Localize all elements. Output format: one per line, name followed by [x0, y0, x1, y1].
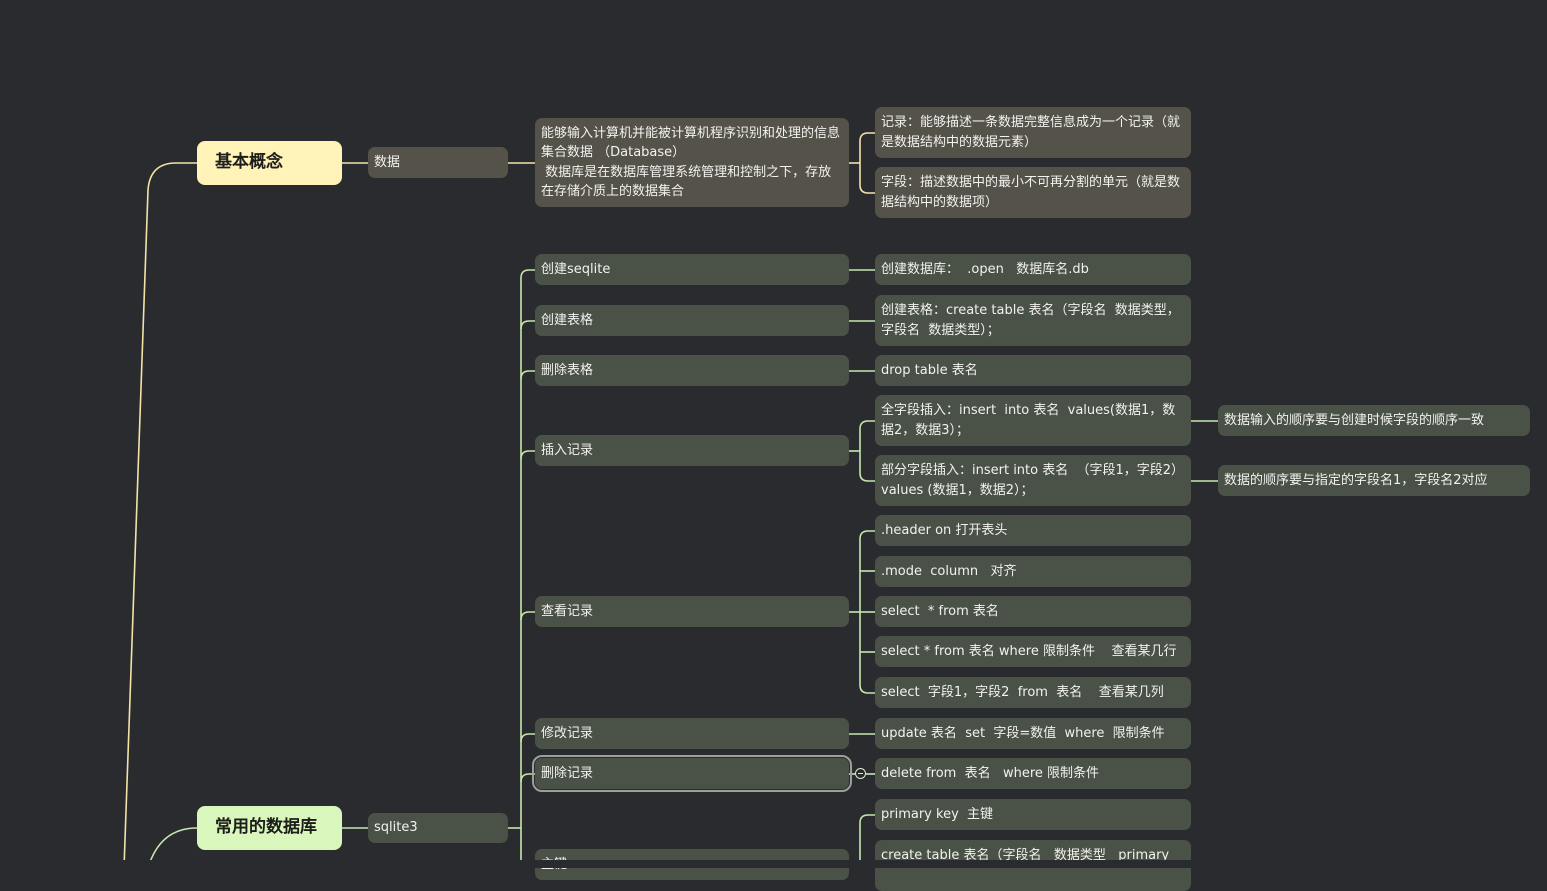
node-create-sqlite[interactable]: 创建seqlite: [535, 254, 849, 285]
node-delete-cmd[interactable]: delete from 表名 where 限制条件: [875, 758, 1191, 789]
connector-sqlite-child-2: [520, 370, 535, 380]
node-select-all[interactable]: select * from 表名: [875, 596, 1191, 627]
connector-root-basic: [123, 162, 197, 868]
node-sqlite3[interactable]: sqlite3: [368, 813, 508, 843]
connector-sqlite-child-6: [520, 773, 535, 783]
node-field[interactable]: 字段：描述数据中的最小不可再分割的单元（就是数据结构中的数据项）: [875, 167, 1191, 218]
node-header-on[interactable]: .header on 打开表头: [875, 515, 1191, 546]
node-create-db-cmd[interactable]: 创建数据库： .open 数据库名.db: [875, 254, 1191, 285]
node-primary-key[interactable]: primary key 主键: [875, 799, 1191, 830]
node-insert-all[interactable]: 全字段插入：insert into 表名 values(数据1，数据2，数据3）…: [875, 395, 1191, 446]
node-insert[interactable]: 插入记录: [535, 435, 849, 466]
node-record[interactable]: 记录：能够描述一条数据完整信息成为一个记录（就是数据结构中的数据元素）: [875, 107, 1191, 158]
node-insert-part-note[interactable]: 数据的顺序要与指定的字段名1，字段名2对应: [1218, 465, 1530, 496]
viewport-bottom-edge: [0, 860, 1547, 868]
node-data[interactable]: 数据: [368, 147, 508, 178]
connector-query-children-4: [859, 684, 875, 694]
node-data-definition[interactable]: 能够输入计算机并能被计算机程序识别和处理的信息集合数据 （Database） 数…: [535, 118, 849, 207]
topic-basic-concept[interactable]: 基本概念: [197, 141, 342, 185]
node-drop-table-cmd[interactable]: drop table 表名: [875, 355, 1191, 386]
topic-common-db[interactable]: 常用的数据库: [197, 806, 342, 850]
node-insert-all-note[interactable]: 数据输入的顺序要与创建时候字段的顺序一致: [1218, 405, 1530, 436]
node-query[interactable]: 查看记录: [535, 596, 849, 627]
node-mode-column[interactable]: .mode column 对齐: [875, 556, 1191, 587]
node-update[interactable]: 修改记录: [535, 718, 849, 749]
connector-sqlite-child-0: [520, 269, 535, 279]
connector-def-children-0: [859, 132, 875, 142]
node-create-table[interactable]: 创建表格: [535, 305, 849, 336]
node-select-where[interactable]: select * from 表名 where 限制条件 查看某几行: [875, 636, 1191, 667]
node-create-table-cmd[interactable]: 创建表格：create table 表名（字段名 数据类型，字段名 数据类型）；: [875, 295, 1191, 346]
node-delete[interactable]: 删除记录: [532, 755, 852, 792]
node-drop-table[interactable]: 删除表格: [535, 355, 849, 386]
connector-insert-children-0: [859, 420, 875, 430]
connector-sqlite-child-3: [520, 450, 535, 460]
connector-def-children-1: [859, 184, 875, 194]
node-select-fields[interactable]: select 字段1，字段2 from 表名 查看某几列: [875, 677, 1191, 708]
connector-sqlite-child-5: [520, 733, 535, 743]
connector-insert-children-1: [859, 472, 875, 482]
connector-sqlite-child-1: [520, 320, 535, 330]
connector-sqlite-child-4: [520, 611, 535, 621]
node-insert-part[interactable]: 部分字段插入：insert into 表名 （字段1，字段2） values (…: [875, 455, 1191, 506]
node-update-cmd[interactable]: update 表名 set 字段=数值 where 限制条件: [875, 718, 1191, 749]
connector-query-children-0: [859, 530, 875, 540]
collapse-toggle-icon[interactable]: [855, 768, 866, 779]
